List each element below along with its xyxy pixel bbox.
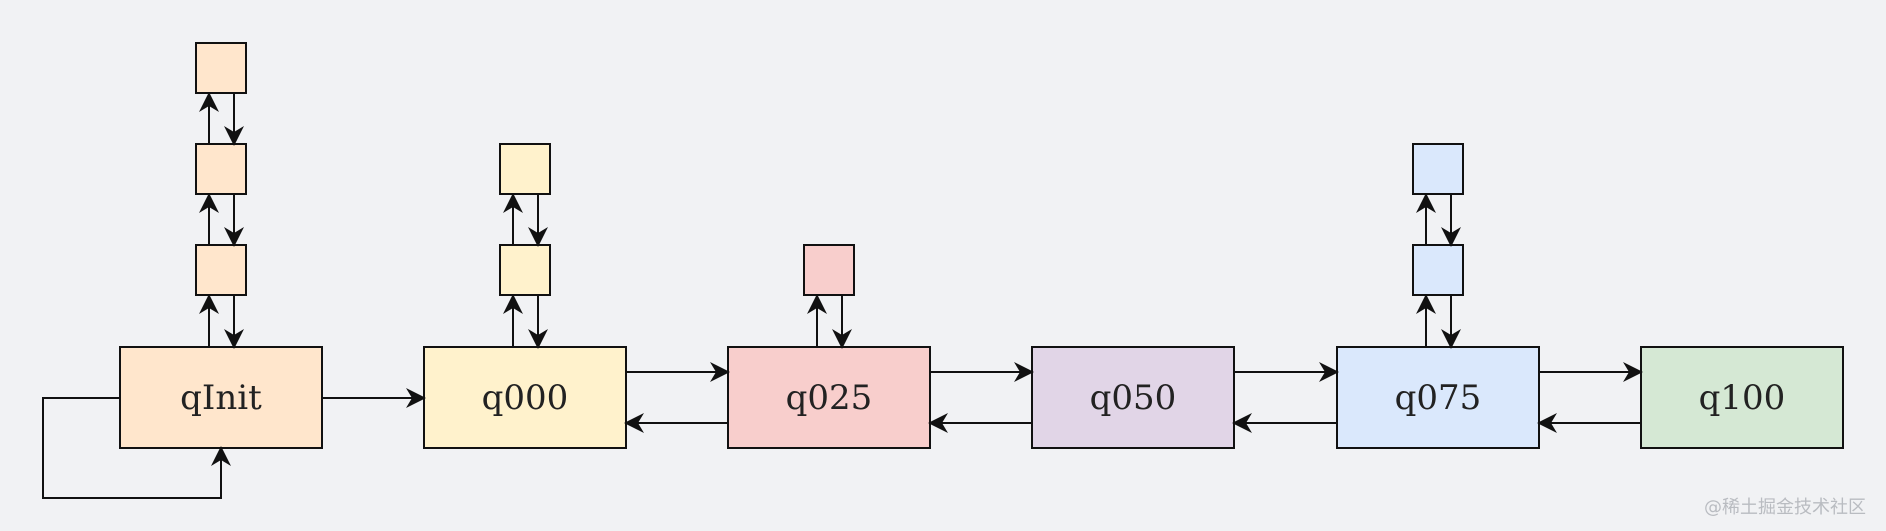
node-q025: q025 bbox=[727, 346, 931, 449]
node-links bbox=[42, 362, 1643, 499]
node-label-q000: q000 bbox=[482, 378, 569, 418]
chunk-stack-qInit bbox=[195, 42, 247, 296]
chunk-box bbox=[195, 244, 247, 296]
node-q000: q000 bbox=[423, 346, 627, 449]
node-q100: q100 bbox=[1640, 346, 1844, 449]
node-label-q050: q050 bbox=[1090, 378, 1177, 418]
stack-links bbox=[199, 92, 1461, 349]
chunk-box bbox=[195, 143, 247, 195]
node-label-qInit: qInit bbox=[180, 378, 262, 418]
chunk-box bbox=[1412, 143, 1464, 195]
chunk-stack-q000 bbox=[499, 143, 551, 296]
chunk-stack-q075 bbox=[1412, 143, 1464, 296]
chunk-box bbox=[499, 143, 551, 195]
self-loop-qInit-arrow bbox=[42, 397, 231, 499]
node-q050: q050 bbox=[1031, 346, 1235, 449]
node-qInit: qInit bbox=[119, 346, 323, 449]
chunk-box bbox=[195, 42, 247, 94]
chunk-stack-q025 bbox=[803, 244, 855, 296]
chunk-box bbox=[1412, 244, 1464, 296]
node-label-q100: q100 bbox=[1699, 378, 1786, 418]
watermark: @稀土掘金技术社区 bbox=[1704, 497, 1866, 518]
node-q075: q075 bbox=[1336, 346, 1540, 449]
node-label-q075: q075 bbox=[1395, 378, 1482, 418]
chunk-box bbox=[499, 244, 551, 296]
node-label-q025: q025 bbox=[786, 378, 873, 418]
chunk-box bbox=[803, 244, 855, 296]
